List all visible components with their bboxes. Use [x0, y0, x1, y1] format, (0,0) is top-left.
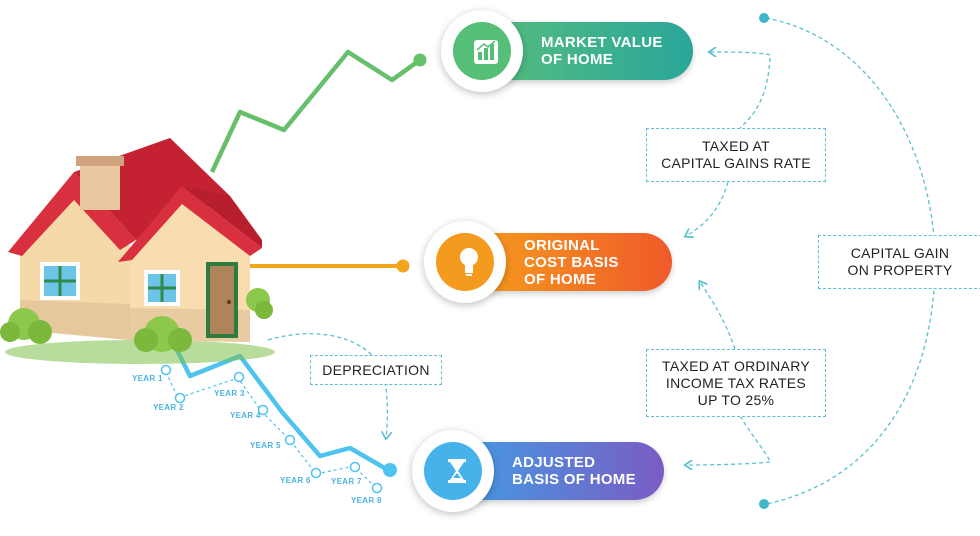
- year-steps: [165, 371, 377, 489]
- adjusted-basis-icon-ring: [412, 430, 494, 512]
- arc-bottom-dot: [759, 499, 769, 509]
- market-value-line: [209, 49, 422, 173]
- adjusted-basis-icon-bg: [424, 442, 482, 500]
- market-value-endpoint: [413, 53, 427, 67]
- year-label: YEAR 5: [250, 441, 281, 450]
- arrow-ordinary-up: [700, 282, 736, 350]
- original-cost-node: ORIGINAL COST BASIS OF HOME: [424, 221, 672, 303]
- year-label: YEAR 2: [153, 403, 184, 412]
- arc-capital-gain: [765, 17, 936, 505]
- year-label: YEAR 7: [331, 477, 362, 486]
- capital-gain-box: CAPITAL GAIN ON PROPERTY: [818, 235, 980, 289]
- market-value-icon-bg: [453, 22, 511, 80]
- depreciation-line: [169, 338, 390, 472]
- year-label: YEAR 8: [351, 496, 382, 505]
- original-cost-endpoint: [396, 259, 410, 273]
- arrow-to-market: [710, 52, 771, 55]
- year-markers: [160, 364, 383, 494]
- arrow-to-adjusted: [686, 462, 771, 465]
- market-value-node: MARKET VALUE OF HOME: [441, 10, 693, 92]
- arrow-ordinary-down: [739, 415, 771, 463]
- ordinary-income-rate-box: TAXED AT ORDINARY INCOME TAX RATES UP TO…: [646, 349, 826, 417]
- house-illustration: [0, 138, 275, 364]
- arrow-depreciation: [267, 333, 387, 438]
- original-cost-icon-ring: [424, 221, 506, 303]
- depreciation-box: DEPRECIATION: [310, 355, 442, 385]
- adjusted-basis-node: ADJUSTED BASIS OF HOME: [412, 430, 664, 512]
- arc-top-dot: [759, 13, 769, 23]
- capital-gains-rate-box: TAXED AT CAPITAL GAINS RATE: [646, 128, 826, 182]
- year-label: YEAR 3: [214, 389, 245, 398]
- year-label: YEAR 4: [230, 411, 261, 420]
- market-value-label: MARKET VALUE OF HOME: [541, 34, 663, 68]
- original-cost-icon-bg: [436, 233, 494, 291]
- year-label: YEAR 1: [132, 374, 163, 383]
- year-label: YEAR 6: [280, 476, 311, 485]
- adjusted-basis-label: ADJUSTED BASIS OF HOME: [512, 454, 636, 488]
- arrow-capgains-up: [739, 57, 771, 129]
- arrow-capgains-down: [686, 181, 729, 236]
- depreciation-endpoint: [383, 463, 397, 477]
- market-value-icon-ring: [441, 10, 523, 92]
- original-cost-label: ORIGINAL COST BASIS OF HOME: [524, 236, 619, 288]
